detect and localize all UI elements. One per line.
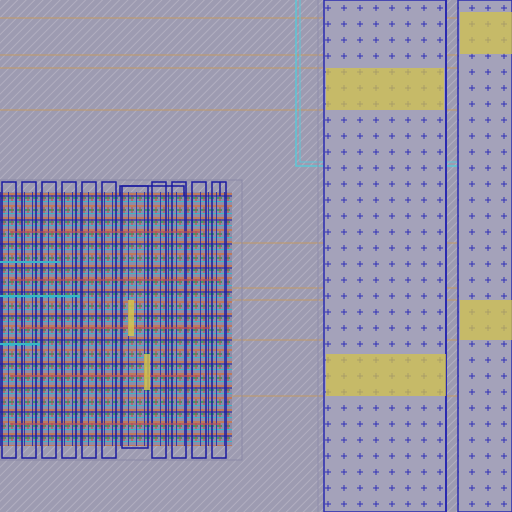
- yellow-pads: [326, 12, 512, 396]
- block-contact-2: [144, 354, 150, 390]
- via-array-column-right: [457, 0, 512, 512]
- dense-cell-block: [0, 179, 243, 461]
- pad-4: [326, 354, 446, 396]
- pad-2: [460, 12, 512, 54]
- pad-1: [326, 68, 444, 110]
- pad-3: [460, 300, 512, 340]
- block-contact-1: [128, 300, 134, 336]
